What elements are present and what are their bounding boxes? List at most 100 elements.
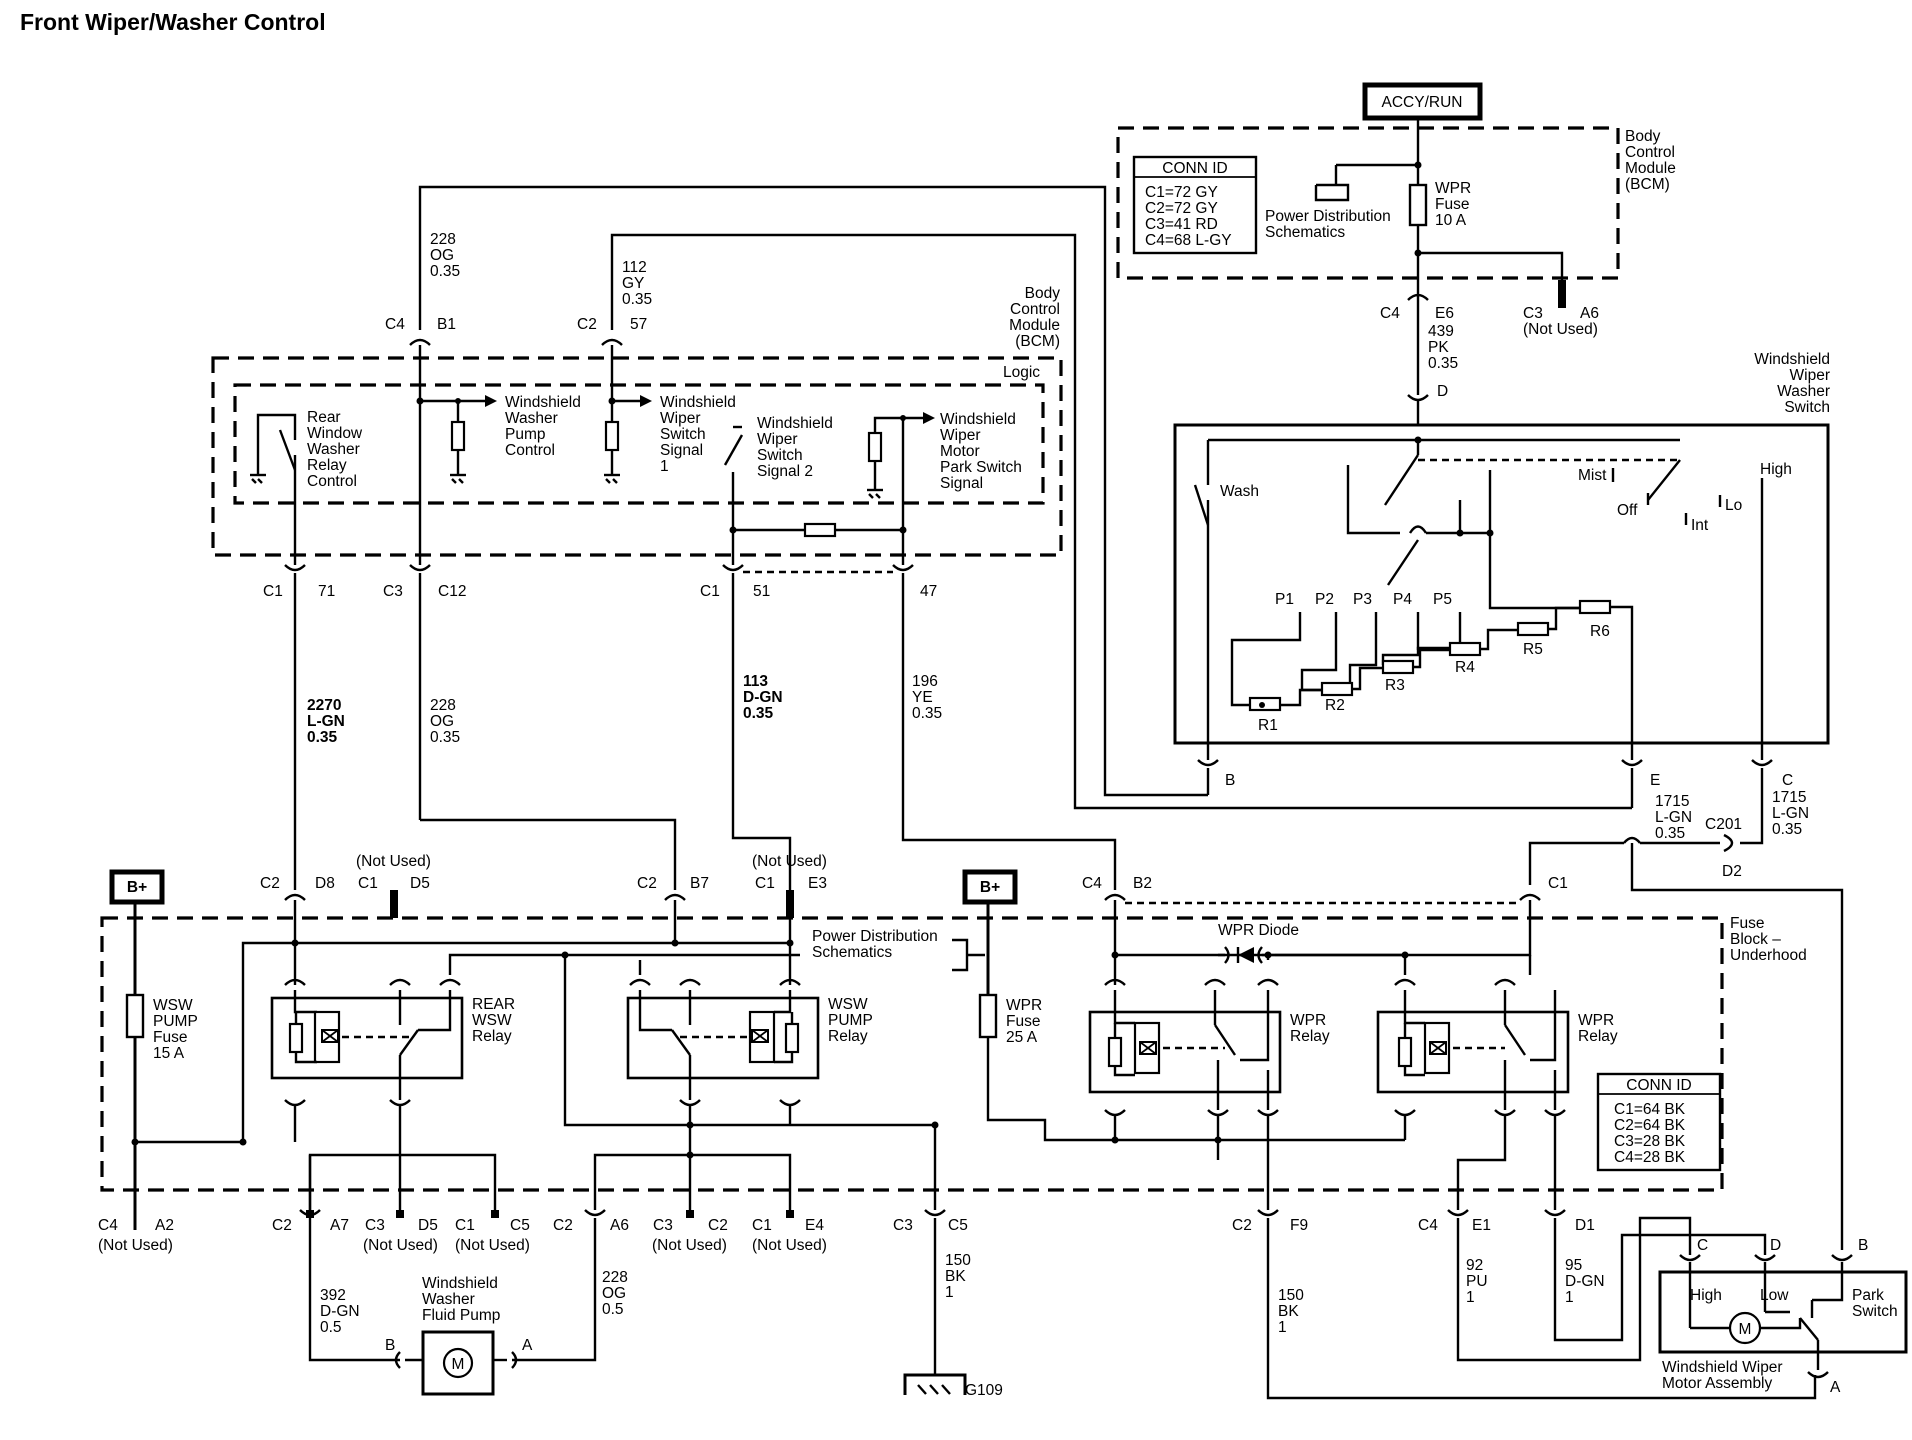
svg-text:E4: E4 (805, 1217, 824, 1234)
svg-text:150: 150 (945, 1252, 971, 1269)
svg-text:Park Switch: Park Switch (940, 459, 1022, 476)
svg-text:PK: PK (1428, 339, 1449, 356)
svg-text:P2: P2 (1315, 591, 1334, 608)
svg-text:Relay: Relay (1578, 1028, 1618, 1045)
svg-text:WPR Diode: WPR Diode (1218, 922, 1299, 939)
svg-text:15 A: 15 A (153, 1045, 185, 1062)
svg-text:C3: C3 (653, 1217, 673, 1234)
switch-lo-label: Lo (1725, 497, 1742, 514)
svg-text:C1: C1 (455, 1217, 475, 1234)
svg-text:WPR: WPR (1290, 1012, 1326, 1029)
svg-text:C4: C4 (1418, 1217, 1438, 1234)
bcm-power-dist-ref: Power Distribution Schematics (1265, 208, 1391, 241)
wire-2270: 2270 L-GN 0.35 (307, 697, 345, 746)
svg-text:1715: 1715 (1655, 793, 1689, 810)
svg-text:150: 150 (1278, 1287, 1304, 1304)
svg-text:Block –: Block – (1730, 931, 1781, 948)
svg-text:Control: Control (307, 473, 357, 490)
svg-text:Motor: Motor (940, 443, 980, 460)
svg-text:C: C (1782, 772, 1793, 789)
svg-text:C4=28 BK: C4=28 BK (1614, 1149, 1686, 1166)
svg-text:C2: C2 (272, 1217, 292, 1234)
svg-text:C2: C2 (260, 875, 280, 892)
svg-text:D: D (1437, 383, 1448, 400)
svg-text:(BCM): (BCM) (1015, 333, 1060, 350)
ground-g109: G109 (903, 1373, 1003, 1399)
wire-95: 95 D-GN 1 (1565, 1257, 1605, 1306)
svg-text:Windshield: Windshield (660, 394, 736, 411)
svg-text:(Not Used): (Not Used) (1523, 321, 1598, 338)
wire-113: 113 D-GN 0.35 (743, 673, 783, 722)
svg-text:Wiper: Wiper (757, 431, 797, 448)
svg-text:R2: R2 (1325, 697, 1345, 714)
svg-text:Switch: Switch (1784, 399, 1830, 416)
switch-high-label: High (1760, 461, 1792, 478)
svg-text:C4: C4 (385, 316, 405, 333)
svg-text:L-GN: L-GN (1655, 809, 1692, 826)
resistor-ladder: R1 R2 R3 R4 R5 R6 (1248, 599, 1634, 760)
svg-text:Body: Body (1025, 285, 1061, 302)
svg-text:D2: D2 (1722, 863, 1742, 880)
svg-text:C1=72 GY: C1=72 GY (1145, 184, 1218, 201)
svg-text:Windshield: Windshield (422, 1275, 498, 1292)
svg-text:CONN ID: CONN ID (1162, 160, 1227, 177)
wire-228-pump: 228 OG 0.5 (602, 1269, 628, 1318)
svg-text:0.35: 0.35 (430, 263, 460, 280)
svg-text:C1: C1 (700, 583, 720, 600)
svg-text:C1: C1 (358, 875, 378, 892)
svg-text:OG: OG (430, 713, 454, 730)
svg-text:92: 92 (1466, 1257, 1483, 1274)
svg-text:1: 1 (1278, 1319, 1287, 1336)
svg-text:B+: B+ (980, 879, 1000, 896)
svg-text:C5: C5 (948, 1217, 968, 1234)
svg-text:Switch: Switch (1852, 1303, 1898, 1320)
svg-text:(Not Used): (Not Used) (652, 1237, 727, 1254)
svg-text:Motor Assembly: Motor Assembly (1662, 1375, 1773, 1392)
svg-text:B+: B+ (127, 879, 147, 896)
svg-text:(Not Used): (Not Used) (752, 1237, 827, 1254)
svg-text:R1: R1 (1258, 717, 1278, 734)
svg-text:Wiper: Wiper (940, 427, 980, 444)
svg-text:1: 1 (1466, 1289, 1475, 1306)
svg-text:C3: C3 (1523, 305, 1543, 322)
svg-text:0.35: 0.35 (1428, 355, 1458, 372)
svg-text:Windshield: Windshield (505, 394, 581, 411)
wire-112: 112 GY 0.35 (622, 259, 652, 308)
svg-text:C2=64 BK: C2=64 BK (1614, 1117, 1686, 1134)
svg-text:GY: GY (622, 275, 644, 292)
svg-text:Signal: Signal (660, 442, 703, 459)
bplus-left: B+ (109, 869, 165, 905)
svg-text:WPR: WPR (1435, 180, 1471, 197)
svg-text:BK: BK (1278, 1303, 1299, 1320)
svg-text:1: 1 (945, 1284, 954, 1301)
svg-text:0.35: 0.35 (743, 705, 774, 722)
svg-text:51: 51 (753, 583, 770, 600)
svg-text:D5: D5 (410, 875, 430, 892)
svg-text:A: A (522, 1337, 533, 1354)
svg-text:Power Distribution: Power Distribution (812, 928, 938, 945)
svg-text:Rear: Rear (307, 409, 341, 426)
svg-text:Module: Module (1625, 160, 1676, 177)
bcm-power-label: Body Control Module (BCM) (1625, 128, 1676, 193)
logic-label: Logic (1003, 364, 1040, 381)
svg-text:10 A: 10 A (1435, 212, 1467, 229)
svg-text:228: 228 (602, 1269, 628, 1286)
fuse-conn-id-table: CONN ID C1=64 BK C2=64 BK C3=28 BK C4=28… (1596, 1072, 1722, 1172)
svg-text:25 A: 25 A (1006, 1029, 1038, 1046)
svg-text:C1: C1 (752, 1217, 772, 1234)
wire-228-top: 228 OG 0.35 (430, 231, 460, 280)
wire-439: 439 PK 0.35 (1428, 323, 1458, 372)
svg-text:E3: E3 (808, 875, 827, 892)
svg-text:(Not Used): (Not Used) (752, 853, 827, 870)
svg-text:0.35: 0.35 (622, 291, 652, 308)
bcm-power-box (1116, 126, 1620, 280)
svg-text:Fluid Pump: Fluid Pump (422, 1307, 500, 1324)
svg-text:A: A (1830, 1379, 1841, 1396)
svg-text:Low: Low (1760, 1287, 1789, 1304)
svg-text:E: E (1650, 772, 1660, 789)
svg-text:F9: F9 (1290, 1217, 1308, 1234)
svg-text:R5: R5 (1523, 641, 1543, 658)
svg-text:Windshield: Windshield (940, 411, 1016, 428)
switch-int-label: Int (1691, 517, 1709, 534)
svg-text:Fuse: Fuse (1006, 1013, 1040, 1030)
